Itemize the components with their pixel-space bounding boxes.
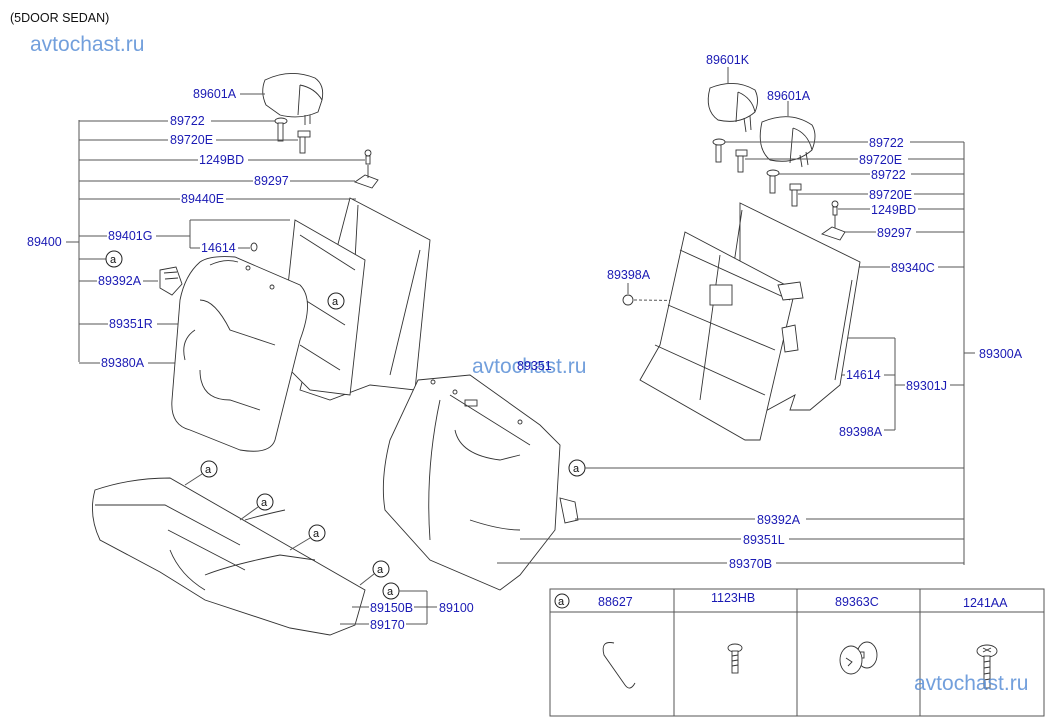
callout-a-cushion-group-text: a bbox=[387, 586, 394, 598]
label-1249BD-right[interactable]: 1249BD bbox=[871, 203, 916, 217]
bolt-1249BD-icon bbox=[364, 149, 372, 165]
label-89601A-left[interactable]: 89601A bbox=[193, 87, 237, 101]
label-14614-left[interactable]: 14614 bbox=[201, 241, 236, 255]
svg-text:a: a bbox=[332, 296, 339, 308]
guide-89720E-icon bbox=[297, 130, 311, 154]
nut-89398A-icon bbox=[622, 294, 634, 306]
callout-a-left[interactable] bbox=[105, 250, 123, 268]
push-pin-retainer-icon bbox=[839, 641, 878, 675]
guide-89720E-right-1-icon bbox=[735, 149, 748, 173]
label-89401G[interactable]: 89401G bbox=[108, 229, 152, 243]
label-89400[interactable]: 89400 bbox=[27, 235, 62, 249]
label-89297-right[interactable]: 89297 bbox=[877, 226, 912, 240]
callout-a-cushion-1[interactable] bbox=[200, 460, 218, 478]
label-89370B[interactable]: 89370B bbox=[729, 557, 772, 571]
legend-part-88627[interactable]: 88627 bbox=[598, 595, 633, 609]
seat-cushion-drawing bbox=[91, 477, 366, 636]
label-89720E-left[interactable]: 89720E bbox=[170, 133, 213, 147]
legend-key-a-text: a bbox=[558, 596, 565, 608]
bolt-1249BD-right-icon bbox=[831, 200, 839, 228]
legend-part-1123HB[interactable]: 1123HB bbox=[711, 591, 755, 605]
label-89722-right-2[interactable]: 89722 bbox=[871, 168, 906, 182]
label-89398A-lower[interactable]: 89398A bbox=[839, 425, 883, 439]
watermark-bottom: avtochast.ru bbox=[914, 672, 1028, 695]
callout-a-cushion-2[interactable] bbox=[256, 493, 274, 511]
label-89297-left[interactable]: 89297 bbox=[254, 174, 289, 188]
label-89392A-left[interactable]: 89392A bbox=[98, 274, 142, 288]
callout-a-cushion-3[interactable] bbox=[308, 524, 326, 542]
hog-ring-clip-icon bbox=[602, 642, 636, 689]
watermark-center: avtochast.ru bbox=[472, 355, 586, 378]
label-89300A[interactable]: 89300A bbox=[979, 347, 1023, 361]
callout-a-cushion-4[interactable] bbox=[372, 560, 390, 578]
label-89722-left[interactable]: 89722 bbox=[170, 114, 205, 128]
seatback-left-drawing: a bbox=[171, 197, 431, 452]
headrest-89601A-right-drawing bbox=[759, 116, 816, 168]
label-89340C[interactable]: 89340C bbox=[891, 261, 935, 275]
label-89601A-right[interactable]: 89601A bbox=[767, 89, 811, 103]
seatback-right-cover-drawing bbox=[382, 374, 579, 591]
label-89170[interactable]: 89170 bbox=[370, 618, 405, 632]
label-89301J[interactable]: 89301J bbox=[906, 379, 947, 393]
legend-part-1241AA[interactable]: 1241AA bbox=[963, 596, 1008, 610]
fastener-legend-table bbox=[549, 588, 1045, 717]
label-89440E[interactable]: 89440E bbox=[181, 192, 224, 206]
callout-a-cushion-4-text: a bbox=[377, 564, 384, 576]
callout-a-cushion-2-text: a bbox=[261, 497, 268, 509]
bracket-89297-right-icon bbox=[821, 226, 846, 241]
label-1249BD-left[interactable]: 1249BD bbox=[199, 153, 244, 167]
watermark-top: avtochast.ru bbox=[30, 33, 144, 56]
label-14614-right[interactable]: 14614 bbox=[846, 368, 881, 382]
label-89100[interactable]: 89100 bbox=[439, 601, 474, 615]
guide-89722-right-1-icon bbox=[712, 138, 726, 163]
headrest-left-drawing bbox=[262, 73, 324, 125]
headrest-89601K-drawing bbox=[707, 83, 758, 133]
guide-89720E-right-2-icon bbox=[789, 183, 802, 207]
seatback-right-frame-drawing bbox=[639, 202, 861, 441]
label-89351L[interactable]: 89351L bbox=[743, 533, 785, 547]
label-89351-overlay[interactable]: 89351 bbox=[517, 359, 552, 373]
legend-key-a bbox=[554, 593, 570, 609]
callout-a-cushion-1-text: a bbox=[205, 464, 212, 476]
callout-a-cushion-3-text: a bbox=[313, 528, 320, 540]
label-89720E-right-2[interactable]: 89720E bbox=[869, 188, 912, 202]
callout-a-right-text: a bbox=[573, 463, 580, 475]
callout-a-left-text: a bbox=[110, 254, 117, 266]
label-89392A-right[interactable]: 89392A bbox=[757, 513, 801, 527]
label-89398A-upper[interactable]: 89398A bbox=[607, 268, 651, 282]
label-89351R[interactable]: 89351R bbox=[109, 317, 153, 331]
label-89720E-right-1[interactable]: 89720E bbox=[859, 153, 902, 167]
grommet-14614-icon bbox=[250, 242, 258, 252]
label-89722-right-1[interactable]: 89722 bbox=[869, 136, 904, 150]
guide-89722-right-2-icon bbox=[766, 169, 780, 194]
label-89601K[interactable]: 89601K bbox=[706, 53, 750, 67]
legend-part-89363C[interactable]: 89363C bbox=[835, 595, 879, 609]
bracket-89297-icon bbox=[354, 165, 379, 189]
tapping-screw-icon bbox=[976, 644, 998, 689]
variant-title: (5DOOR SEDAN) bbox=[10, 11, 109, 25]
flange-bolt-icon bbox=[727, 643, 743, 674]
label-89380A[interactable]: 89380A bbox=[101, 356, 145, 370]
guide-89722-icon bbox=[274, 117, 288, 142]
latch-cover-89392A-icon bbox=[159, 266, 183, 296]
label-89150B[interactable]: 89150B bbox=[370, 601, 413, 615]
